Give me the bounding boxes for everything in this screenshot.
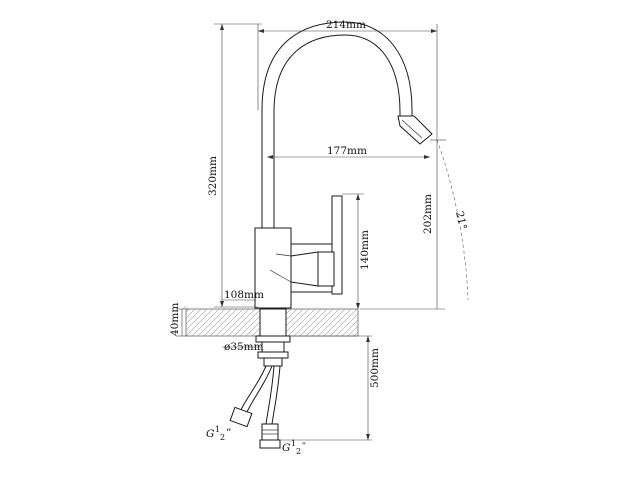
dim-hose-length [280,335,372,441]
connector-label-left: G 1 2 ” [206,425,231,442]
dim-spout-height [360,134,445,310]
mount-shank [255,308,291,367]
svg-text:G: G [206,428,214,440]
svg-text:G: G [282,442,290,454]
label-handle-height: 140mm [359,230,371,270]
dim-swivel-angle [430,139,469,301]
label-mount-diameter: ø35mm [224,341,264,353]
label-swivel-angle: 21° [453,210,469,231]
svg-text:2: 2 [296,447,301,456]
dim-mount-thickness [176,308,188,337]
label-body-width: 108mm [224,289,264,301]
countertop-hatching [182,305,359,337]
dim-reach [267,155,430,159]
svg-text:2: 2 [220,433,225,442]
dim-height-total [214,23,262,308]
spout [261,21,433,230]
hoses [229,365,281,449]
label-width-top: 214mm [326,19,366,31]
svg-text:1: 1 [291,439,296,448]
label-height-total: 320mm [207,156,219,196]
svg-text:″: ″ [302,441,306,453]
countertop [182,305,359,337]
faucet-body [254,195,343,309]
label-mount-thickness: 40mm [169,303,181,336]
connector-label-right: G 1 2 ″ [282,439,306,456]
svg-text:1: 1 [215,425,220,434]
dim-handle-height [342,193,364,309]
svg-text:”: ” [226,427,231,439]
dim-width-top [257,24,438,134]
label-spout-height: 202mm [422,194,434,234]
label-reach: 177mm [327,145,367,157]
label-hose-length: 500mm [369,348,381,388]
